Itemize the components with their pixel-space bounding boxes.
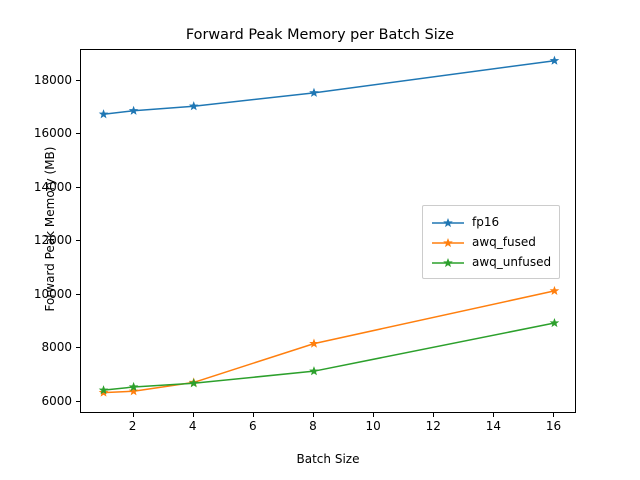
y-tick-label: 16000 xyxy=(33,126,72,141)
data-point-marker xyxy=(309,366,319,376)
y-tick-mark xyxy=(76,347,80,349)
x-tick-mark xyxy=(252,413,254,417)
legend-label: awq_unfused xyxy=(472,255,552,269)
data-point-marker xyxy=(98,385,109,395)
plot-svg xyxy=(98,55,560,397)
x-tick-mark xyxy=(553,413,555,417)
data-point-marker xyxy=(98,109,109,119)
legend-item-awq_fused[interactable]: awq_fused xyxy=(431,232,551,252)
x-tick-mark xyxy=(373,413,375,417)
series-line xyxy=(103,322,555,391)
y-tick-mark xyxy=(76,293,80,295)
data-point-marker xyxy=(128,381,139,392)
data-point-marker xyxy=(549,317,560,328)
data-point-marker xyxy=(188,378,199,388)
series-fp16 xyxy=(98,55,560,119)
x-tick-label: 12 xyxy=(425,419,441,433)
data-point-marker xyxy=(128,105,139,115)
x-tick-label: 10 xyxy=(365,419,381,433)
data-point-marker xyxy=(549,285,560,295)
x-tick-label: 2 xyxy=(128,419,137,433)
series-awq_fused xyxy=(98,285,560,397)
series-line xyxy=(103,59,555,115)
x-tick-label: 14 xyxy=(485,419,501,433)
data-point-marker xyxy=(309,87,319,97)
data-point-marker xyxy=(309,338,319,348)
y-tick-label: 14000 xyxy=(33,179,72,194)
y-tick-label: 6000 xyxy=(41,393,72,408)
y-tick-mark xyxy=(76,400,80,402)
y-tick-label: 12000 xyxy=(33,233,72,248)
x-tick-label: 16 xyxy=(545,419,562,433)
y-tick-mark xyxy=(76,133,80,135)
legend-swatch-icon xyxy=(431,255,465,269)
data-point-marker xyxy=(188,101,199,111)
y-tick-mark xyxy=(76,186,80,188)
chart-legend: fp16 awq_fused awq_unfused xyxy=(422,205,560,279)
y-axis-tick-labels: 6000 8000 10000 12000 14000 16000 18000 xyxy=(0,0,72,480)
y-tick-mark xyxy=(76,79,80,81)
y-axis-title: Forward Peak Memory (MB) xyxy=(43,146,57,312)
x-axis-tick-labels: 2 4 6 8 10 12 14 16 xyxy=(80,419,576,437)
x-tick-label: 8 xyxy=(309,419,317,433)
x-tick-mark xyxy=(493,413,495,417)
y-tick-mark xyxy=(76,240,80,242)
legend-swatch-icon xyxy=(431,215,465,229)
legend-item-awq_unfused[interactable]: awq_unfused xyxy=(431,252,551,272)
legend-label: fp16 xyxy=(472,215,500,229)
series-awq_unfused xyxy=(98,317,560,395)
data-point-marker xyxy=(549,55,560,65)
y-tick-label: 8000 xyxy=(41,340,72,355)
legend-label: awq_fused xyxy=(472,235,536,249)
x-tick-mark xyxy=(132,413,134,417)
x-tick-label: 4 xyxy=(188,419,197,433)
series-line xyxy=(103,290,555,394)
chart-title: Forward Peak Memory per Batch Size xyxy=(185,27,455,43)
x-tick-label: 6 xyxy=(249,419,257,433)
x-tick-mark xyxy=(433,413,435,417)
y-tick-label: 18000 xyxy=(33,72,72,87)
y-tick-label: 10000 xyxy=(33,286,72,301)
legend-swatch-icon xyxy=(431,235,465,249)
x-tick-mark xyxy=(192,413,194,417)
x-axis-title: Batch Size xyxy=(296,452,360,466)
data-point-marker xyxy=(128,386,139,396)
x-tick-mark xyxy=(312,413,314,417)
legend-item-fp16[interactable]: fp16 xyxy=(431,212,551,232)
